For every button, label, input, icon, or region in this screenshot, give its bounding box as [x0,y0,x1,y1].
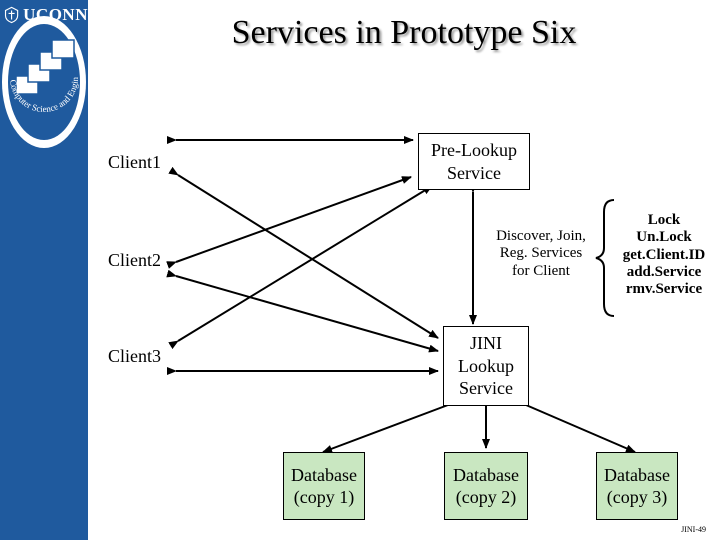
pre-lookup-service-label: Pre-Lookup Service [431,140,517,183]
database-copy-1-label: Database (copy 1) [291,464,357,508]
client3-label: Client3 [108,346,161,366]
pre-lookup-service-box: Pre-Lookup Service [418,133,530,190]
database-copy-2-box: Database (copy 2) [444,452,528,520]
brace-icon [595,199,615,317]
database-copy-3-box: Database (copy 3) [596,452,678,520]
discover-join-annotation: Discover, Join, Reg. Services for Client [496,228,586,279]
windows-icon [15,39,75,95]
client1-label: Client1 [108,152,161,172]
database-copy-2-label: Database (copy 2) [453,464,519,508]
arrow-client2-jini [166,269,439,353]
page-title: Services in Prototype Six [231,14,577,51]
jini-lookup-service-label: JINI Lookup Service [458,333,514,399]
arrow-jini-db1 [322,398,458,453]
page-number: JINI-49 [681,525,706,534]
database-copy-3-label: Database (copy 3) [604,464,670,508]
service-methods-list: Lock Un.Lock get.Client.ID add.Service r… [622,212,706,297]
department-logo: Computer Science and Engineering [0,0,86,148]
database-copy-1-box: Database (copy 1) [283,452,365,520]
jini-lookup-service-box: JINI Lookup Service [443,326,529,406]
seal-icon [4,6,19,24]
client2-label: Client2 [108,250,161,270]
arrow-jini-db3 [516,397,636,453]
arrow-client3-prelookup [168,185,433,350]
